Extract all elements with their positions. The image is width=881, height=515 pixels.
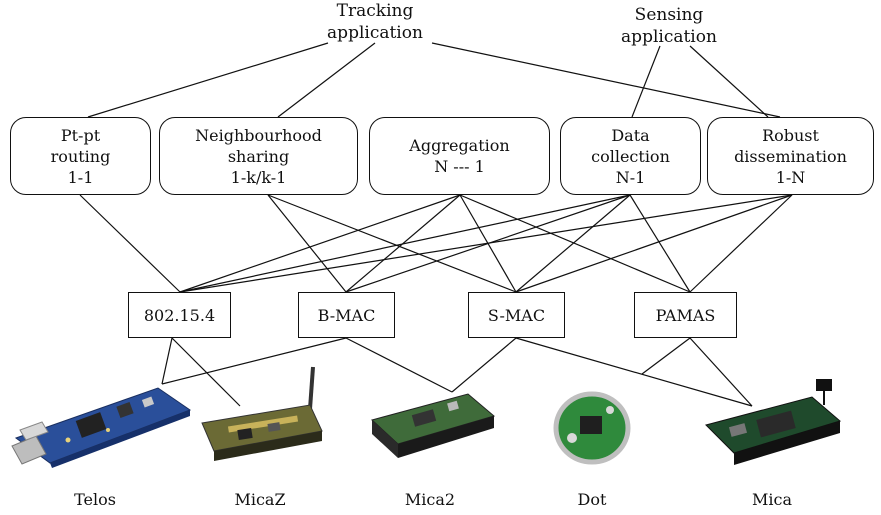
link-neighbourhood-to-smac [267, 194, 517, 293]
pt-pt-routing-box: Pt-pt routing 1-1 [10, 117, 151, 195]
device-label-mica: Mica [752, 490, 792, 509]
mac-bmac-box: B-MAC [298, 292, 395, 338]
link-neighbourhood-to-bmac [267, 194, 347, 293]
mac-pamas-box: PAMAS [634, 292, 737, 338]
link-pamas-to-dot [641, 337, 691, 375]
device-label-micaz: MicaZ [234, 490, 286, 509]
link-smac-to-mica [515, 337, 753, 407]
mac-smac-box: S-MAC [468, 292, 565, 338]
link-smac-to-mica2 [451, 337, 517, 393]
device-label-telos: Telos [74, 490, 116, 509]
link-tracking-to-pt-pt [87, 42, 329, 118]
tracking-application-label: Tracking application [327, 1, 423, 43]
link-robust-to-pamas [689, 194, 793, 293]
link-sensing-to-robust [689, 45, 769, 118]
dot-board-image [553, 391, 631, 465]
link-tracking-to-neighbourhood [277, 42, 376, 118]
link-802154-to-micaz [171, 337, 241, 407]
robust-dissemination-box: Robust dissemination 1-N [707, 117, 874, 195]
link-aggregation-to-pamas [459, 194, 691, 293]
link-802154-to-telos [161, 337, 173, 385]
mica2-board-image [370, 393, 496, 458]
aggregation-box: Aggregation N --- 1 [369, 117, 550, 195]
link-robust-to-smac [515, 194, 793, 293]
link-pt-pt-to-802154 [79, 194, 181, 293]
link-bmac-to-mica2 [345, 337, 453, 393]
mac-802154-box: 802.15.4 [128, 292, 231, 338]
link-bmac-to-telos [161, 337, 347, 385]
device-label-mica2: Mica2 [404, 490, 456, 509]
link-data-collection-to-smac [515, 194, 631, 293]
link-tracking-to-robust [431, 42, 781, 118]
device-label-dot: Dot [577, 490, 607, 509]
link-data-collection-to-802154 [179, 194, 631, 293]
telos-board-image [11, 387, 192, 468]
data-collection-box: Data collection N-1 [560, 117, 701, 195]
link-sensing-to-data-collection [631, 45, 661, 118]
link-data-collection-to-pamas [629, 194, 691, 293]
link-aggregation-to-802154 [179, 194, 461, 293]
mica-board-image [705, 379, 842, 465]
neighbourhood-sharing-box: Neighbourhood sharing 1-k/k-1 [159, 117, 358, 195]
link-robust-to-802154 [179, 194, 793, 293]
sensing-application-label: Sensing application [621, 5, 717, 47]
micaz-board-image [201, 366, 323, 461]
link-pamas-to-mica [689, 337, 753, 407]
